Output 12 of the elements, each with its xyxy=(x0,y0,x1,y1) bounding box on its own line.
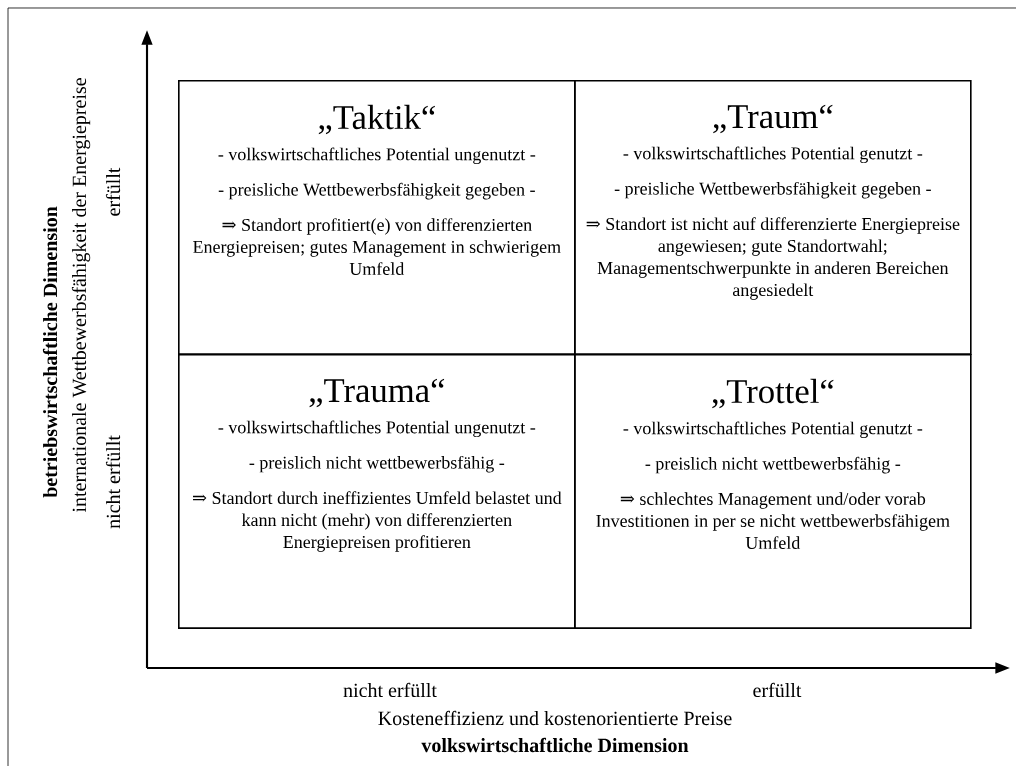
axis-label: nicht erfüllt xyxy=(105,435,121,529)
axis-title: volkswirtschaftliche Dimension xyxy=(421,737,689,753)
axis-title: betriebswirtschaftliche Dimension xyxy=(42,206,58,498)
axis-label: erfüllt xyxy=(753,682,802,698)
axis-label: erfüllt xyxy=(105,167,121,216)
quadrant-box: „Taktik“ - volkswirtschaftliches Potential ungenutzt - - preisliche Wettbewerbsfähigkeit gegeben - ⇒ Standort profitiert(e) von differenzierten Energiepreisen; gutes Management in schwierigem Umfeld xyxy=(178,80,576,355)
quadrant-box: „Traum“ - volkswirtschaftliches Potential genutzt - - preisliche Wettbewerbsfähigkeit gegeben - ⇒ Standort ist nicht auf differenzierte Energiepreise angewiesen; gute Standortwahl; Managementschwerpunkte in anderen Bereichen angesiedelt xyxy=(574,80,972,355)
axis-label: internationale Wettbewerbsfähigkeit der Energiepreise xyxy=(71,78,91,513)
axis-label: nicht erfüllt xyxy=(343,682,437,698)
quadrant-box: „Trauma“ - volkswirtschaftliches Potential ungenutzt - - preislich nicht wettbewerbsfähig - ⇒ Standort durch ineffizientes Umfeld belastet und kann nicht (mehr) von differenzierten Energiepreisen profitieren xyxy=(178,354,576,629)
axis-label: Kosteneffizienz und kostenorientierte Preise xyxy=(378,710,732,726)
quadrant-box: „Trottel“ - volkswirtschaftliches Potential genutzt - - preislich nicht wettbewerbsfähig - ⇒ schlechtes Management und/oder vorab Investitionen in per se nicht wettbewerbsfähigem Umfeld xyxy=(574,354,972,629)
